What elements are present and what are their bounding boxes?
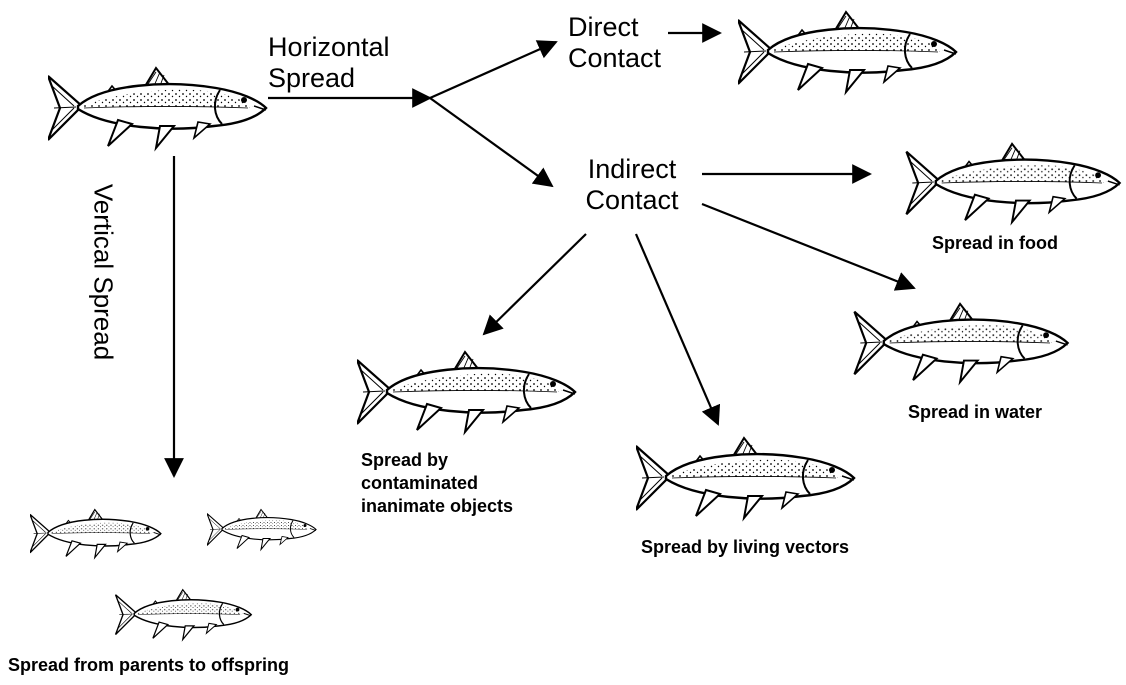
fish-source-icon: [48, 68, 266, 148]
spread-in-water-label: Spread in water: [908, 401, 1042, 424]
direct-contact-line2: Contact: [568, 43, 661, 74]
arrow-icon: [430, 42, 556, 98]
fish-offspring-icon: [116, 590, 252, 640]
spread-by-objects-line2: contaminated: [361, 472, 513, 495]
indirect-contact-label: Indirect Contact: [578, 154, 686, 216]
spread-by-objects-line3: inanimate objects: [361, 495, 513, 518]
spread-by-objects-line1: Spread by: [361, 449, 513, 472]
direct-contact-label: Direct Contact: [568, 12, 661, 74]
fish-direct-contact-icon: [738, 12, 956, 92]
arrow-icon: [702, 204, 914, 288]
direct-contact-line1: Direct: [568, 12, 661, 43]
fish-offspring-icon: [30, 510, 161, 558]
arrow-icon: [636, 234, 718, 424]
spread-parents-offspring-label: Spread from parents to offspring: [8, 654, 289, 677]
spread-by-objects-label: Spread by contaminated inanimate objects: [361, 449, 513, 518]
fish-offspring-icon: [207, 510, 316, 550]
vertical-spread-label: Vertical Spread: [88, 184, 119, 360]
horizontal-spread-line2: Spread: [268, 63, 390, 94]
fish-objects-icon: [357, 352, 575, 432]
horizontal-spread-line1: Horizontal: [268, 32, 390, 63]
arrow-icon: [430, 98, 552, 186]
arrow-icon: [484, 234, 586, 334]
indirect-contact-line1: Indirect: [578, 154, 686, 185]
spread-by-vectors-label: Spread by living vectors: [641, 536, 849, 559]
fish-vectors-icon: [636, 438, 854, 518]
fish-water-icon: [854, 304, 1067, 382]
fish-food-icon: [906, 144, 1119, 222]
spread-in-food-label: Spread in food: [932, 232, 1058, 255]
horizontal-spread-label: Horizontal Spread: [268, 32, 390, 94]
indirect-contact-line2: Contact: [578, 185, 686, 216]
